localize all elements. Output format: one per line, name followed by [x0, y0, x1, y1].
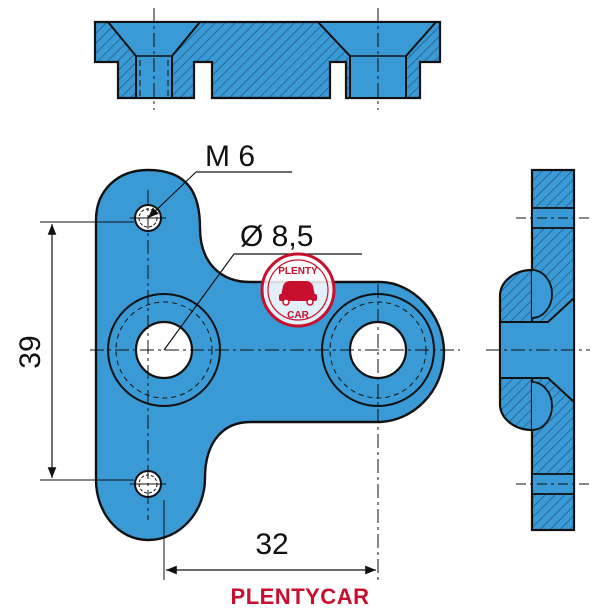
thread-callout: M 6 — [147, 140, 292, 219]
dimension-32: 32 — [163, 500, 376, 580]
width-dimension-label: 32 — [255, 528, 288, 561]
brand-name: PLENTYCAR — [230, 584, 370, 609]
logo-line1: PLENTY — [278, 266, 318, 277]
plentycar-logo: PLENTY CAR — [260, 252, 336, 328]
dimension-39: 39 — [14, 221, 134, 481]
diameter-callout: Ø 8,5 — [163, 220, 362, 351]
thread-label: M 6 — [205, 140, 255, 173]
height-dimension-label: 39 — [14, 335, 47, 368]
diameter-label: Ø 8,5 — [240, 220, 313, 253]
car-icon — [281, 281, 315, 296]
logo-line2: CAR — [287, 310, 309, 321]
side-section-view — [486, 168, 590, 532]
top-section-view — [93, 8, 442, 110]
